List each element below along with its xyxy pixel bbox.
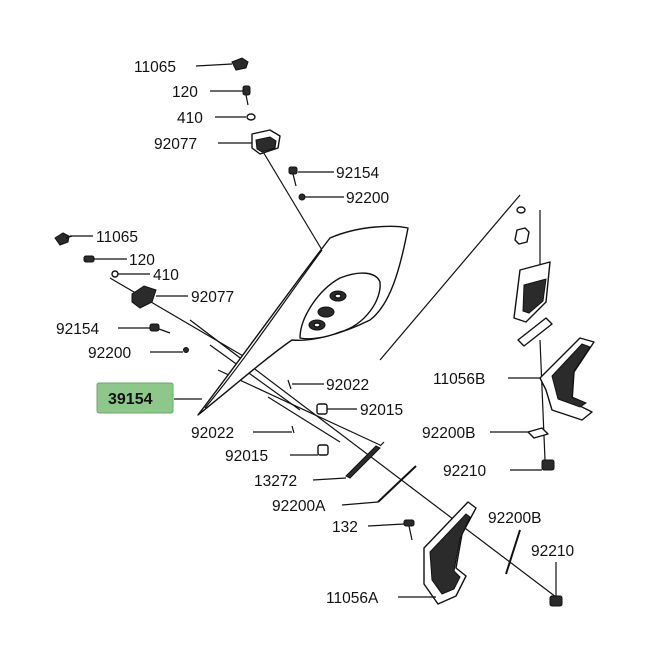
label-92022-left[interactable]: 92022 <box>191 425 234 442</box>
washer-92200-top <box>298 193 306 201</box>
strip-92200A <box>377 465 417 503</box>
fastener-11065-top <box>231 57 249 71</box>
bracket-11056B <box>513 206 595 421</box>
fastener-11065-mid <box>54 232 73 246</box>
washer-92200-mid <box>183 347 189 353</box>
label-92015-right[interactable]: 92015 <box>360 402 403 419</box>
screw-92154-mid <box>149 323 171 334</box>
washer-410-top <box>246 113 256 121</box>
label-13272[interactable]: 13272 <box>254 473 297 490</box>
washer-410-mid <box>111 270 119 278</box>
label-92200B-low[interactable]: 92200B <box>488 510 541 527</box>
label-92210-right[interactable]: 92210 <box>443 463 486 480</box>
label-92022-right[interactable]: 92022 <box>326 377 369 394</box>
label-92154-mid[interactable]: 92154 <box>56 321 99 338</box>
label-410-mid[interactable]: 410 <box>153 267 179 284</box>
highlight-box-39154 <box>96 382 174 414</box>
strip-92200B-low <box>505 529 521 575</box>
label-92015-left[interactable]: 92015 <box>225 448 268 465</box>
label-92077-top[interactable]: 92077 <box>154 136 197 153</box>
collar-92022-left <box>291 425 295 434</box>
label-120-top[interactable]: 120 <box>172 84 198 101</box>
label-92200B-right[interactable]: 92200B <box>422 425 475 442</box>
part-labels: 11065 120 410 92077 92154 92200 11065 12… <box>56 59 574 607</box>
grommet-92077-mid <box>131 285 157 309</box>
label-92200-top[interactable]: 92200 <box>346 190 389 207</box>
collar-92022-right <box>287 379 292 390</box>
bushing-92015-right <box>316 403 328 415</box>
label-11056A[interactable]: 11056A <box>326 590 379 607</box>
label-132[interactable]: 132 <box>332 519 358 536</box>
label-410-top[interactable]: 410 <box>177 110 203 127</box>
label-92077-mid[interactable]: 92077 <box>191 289 234 306</box>
label-11056B[interactable]: 11056B <box>433 371 485 388</box>
bracket-11056A <box>423 501 477 605</box>
label-11065-mid[interactable]: 11065 <box>96 229 138 246</box>
label-92154-top[interactable]: 92154 <box>336 165 379 182</box>
screw-132 <box>403 519 415 541</box>
screw-92210-low <box>549 595 563 607</box>
screw-92154-top <box>288 166 298 187</box>
label-120-mid[interactable]: 120 <box>129 252 155 269</box>
label-92210-low[interactable]: 92210 <box>531 543 574 560</box>
grommet-92077-top <box>251 129 281 155</box>
washer-92200B-right <box>527 427 549 439</box>
label-39154[interactable]: 39154 <box>108 391 153 408</box>
label-92200A[interactable]: 92200A <box>272 498 326 515</box>
rail-13272 <box>345 441 385 479</box>
bolt-120-top <box>242 85 251 106</box>
bushing-92015-left <box>317 444 329 456</box>
label-11065-top[interactable]: 11065 <box>134 59 176 76</box>
label-92200-mid[interactable]: 92200 <box>88 345 131 362</box>
screw-92210-right <box>541 459 555 471</box>
windshield-39154 <box>197 225 409 416</box>
bolt-120-mid <box>83 255 95 263</box>
leader-lines <box>70 63 557 598</box>
